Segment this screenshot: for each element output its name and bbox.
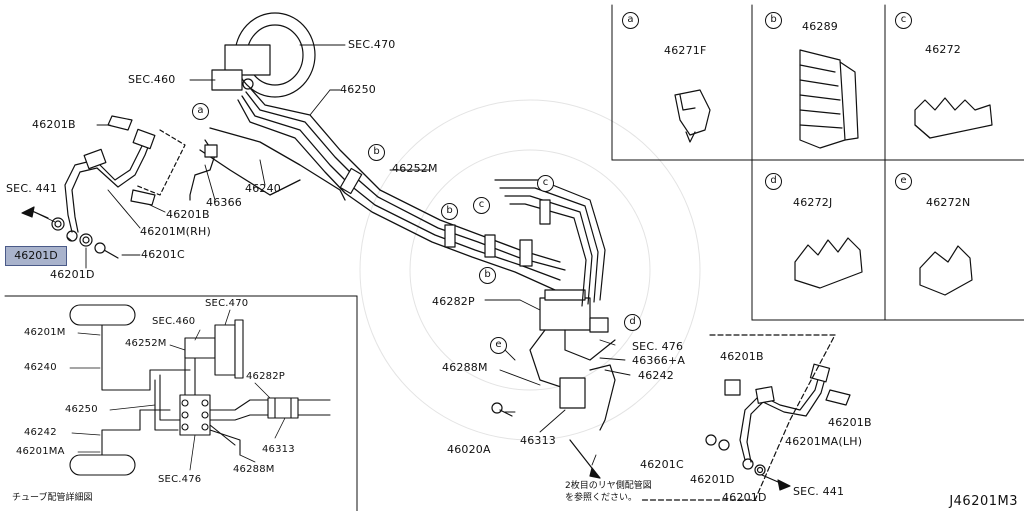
bolt-46020A: [491, 402, 513, 417]
callout-46201M-RH[interactable]: 46201M(RH): [140, 225, 211, 238]
clip-46272: [914, 97, 993, 139]
clip-inset-grid: [611, 4, 1024, 321]
callout-46282P[interactable]: 46282P: [432, 295, 475, 308]
inset-tag-c: c: [895, 12, 912, 29]
callout-46288M[interactable]: 46288M: [442, 361, 488, 374]
detail-sec470[interactable]: SEC.470: [205, 298, 249, 309]
detail-sec476[interactable]: SEC.476: [158, 474, 202, 485]
inset-tag-a: a: [622, 12, 639, 29]
rear-note-line-2: を参照ください。: [565, 493, 638, 503]
inset-part-46289[interactable]: 46289: [802, 20, 838, 33]
tag-d: d: [624, 314, 641, 331]
callout-46201B-right-2[interactable]: 46201B: [828, 416, 872, 429]
inset-part-46271F[interactable]: 46271F: [664, 44, 707, 57]
inset-tag-e: e: [895, 173, 912, 190]
callout-46201B-left-2[interactable]: 46201B: [166, 208, 210, 221]
clip-46366: [189, 139, 218, 201]
callout-46020A[interactable]: 46020A: [447, 443, 491, 456]
front-brake-hose-rh: [51, 115, 186, 259]
brake-tube-bundle: [199, 87, 566, 291]
clip-46272J: [794, 237, 863, 289]
callout-sec470[interactable]: SEC.470: [348, 38, 396, 51]
inset-part-46272J[interactable]: 46272J: [793, 196, 833, 209]
callout-46201B-right[interactable]: 46201B: [720, 350, 764, 363]
detail-46240[interactable]: 46240: [24, 362, 57, 373]
detail-inset-frame: [4, 295, 358, 511]
callout-46242[interactable]: 46242: [638, 369, 674, 382]
tag-b-2: b: [441, 203, 458, 220]
inset-tag-d: d: [765, 173, 782, 190]
callout-46252M[interactable]: 46252M: [392, 162, 438, 175]
detail-inset-title: チューブ配管詳細図: [12, 493, 93, 503]
rear-brake-hose-lh: [639, 334, 851, 501]
callout-sec476[interactable]: SEC. 476: [632, 340, 684, 353]
watermark-emblem: [359, 99, 701, 441]
highlighted-part-46201D[interactable]: 46201D: [5, 246, 67, 266]
callout-46201B-left[interactable]: 46201B: [32, 118, 76, 131]
detail-46250[interactable]: 46250: [65, 404, 98, 415]
leader-lines: [29, 44, 631, 466]
callout-46201D-left[interactable]: 46201D: [50, 268, 95, 281]
tag-c-1: c: [473, 197, 490, 214]
callout-46240[interactable]: 46240: [245, 182, 281, 195]
callout-sec441-right[interactable]: SEC. 441: [793, 485, 845, 498]
callout-46366A[interactable]: 46366+A: [632, 354, 686, 367]
clip-46271F: [674, 89, 711, 143]
tube-clamps: [339, 167, 609, 333]
callout-46201MA-LH[interactable]: 46201MA(LH): [785, 435, 863, 448]
detail-46242[interactable]: 46242: [24, 427, 57, 438]
rear-note-line-1: 2枚目のリヤ側配管図: [565, 481, 652, 491]
detail-inset-leaders: [69, 309, 286, 471]
inset-part-46272[interactable]: 46272: [925, 43, 961, 56]
tag-a: a: [192, 103, 209, 120]
detail-46313[interactable]: 46313: [262, 444, 295, 455]
inset-part-46272N[interactable]: 46272N: [926, 196, 971, 209]
junction-block: [494, 179, 616, 431]
callout-46201D-right[interactable]: 46201D: [690, 473, 735, 486]
detail-46252M[interactable]: 46252M: [125, 338, 167, 349]
callout-46201D-right-2[interactable]: 46201D: [722, 491, 767, 504]
tag-c-2: c: [537, 175, 554, 192]
detail-46201MA[interactable]: 46201MA: [16, 446, 65, 457]
tag-b-3: b: [479, 267, 496, 284]
tag-e: e: [490, 337, 507, 354]
callout-46366[interactable]: 46366: [206, 196, 242, 209]
callout-sec441-left[interactable]: SEC. 441: [6, 182, 58, 195]
highlighted-part-label: 46201D: [14, 249, 58, 262]
detail-46201M[interactable]: 46201M: [24, 327, 66, 338]
detail-46282P[interactable]: 46282P: [246, 371, 286, 382]
callout-46250[interactable]: 46250: [340, 83, 376, 96]
tag-b-1: b: [368, 144, 385, 161]
clip-46289: [799, 49, 859, 149]
callout-46201C-left[interactable]: 46201C: [141, 248, 185, 261]
detail-inset-schematic: [69, 304, 331, 476]
clip-46272N: [919, 245, 973, 296]
callout-46313[interactable]: 46313: [520, 434, 556, 447]
detail-sec460[interactable]: SEC.460: [152, 316, 196, 327]
brake-booster-assembly: [211, 12, 316, 98]
callout-sec460[interactable]: SEC.460: [128, 73, 176, 86]
inset-tag-b: b: [765, 12, 782, 29]
callout-46201C-right[interactable]: 46201C: [640, 458, 684, 471]
drawing-code: J46201M3: [949, 494, 1018, 509]
detail-46288M[interactable]: 46288M: [233, 464, 275, 475]
